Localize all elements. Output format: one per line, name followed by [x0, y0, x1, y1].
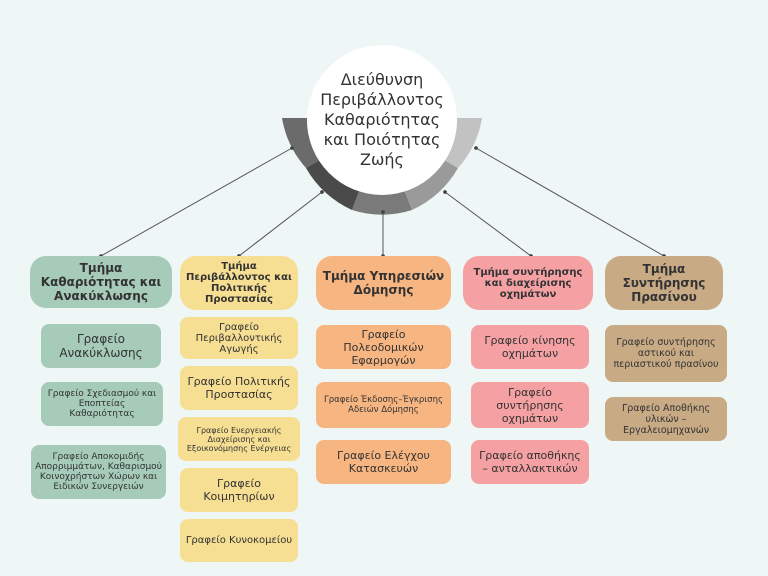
office-environmental-education: Γραφείο Περιβαλλοντικής Αγωγής [180, 317, 298, 359]
office-kennel: Γραφείο Κυνοκομείου [180, 519, 298, 562]
office-building-permits: Γραφείο Έκδοσης–Έγκρισης Αδειών Δόμησης [316, 382, 451, 428]
office-urban-planning: Γραφείο Πολεοδομικών Εφαρμογών [316, 325, 451, 369]
department-green-maintenance: Τμήμα Συντήρησης Πρασίνου [605, 256, 723, 310]
office-civil-protection: Γραφείο Πολιτικής Προστασίας [180, 366, 298, 410]
office-energy-management: Γραφείο Ενεργειακής Διαχείρισης και Εξοι… [178, 417, 300, 461]
connector-line [99, 146, 294, 258]
office-tools-warehouse: Γραφείο Αποθήκης υλικών – Εργαλειομηχανώ… [605, 397, 727, 441]
department-cleaning: Τμήμα Καθαριότητας και Ανακύκλωσης [30, 256, 172, 308]
connector-line [474, 146, 666, 258]
department-environment: Τμήμα Περιβάλλοντος και Πολιτικής Προστα… [180, 256, 298, 310]
root-title: Διεύθυνση Περιβάλλοντος Καθαριότητας και… [307, 45, 457, 195]
office-cemeteries: Γραφείο Κοιμητηρίων [180, 468, 298, 512]
connector-line [237, 190, 324, 258]
office-green-maintenance: Γραφείο συντήρησης αστικού και περιαστικ… [605, 325, 727, 382]
department-building-services: Τμήμα Υπηρεσιών Δόμησης [316, 256, 451, 310]
office-vehicle-maintenance: Γραφείο συντήρησης οχημάτων [471, 382, 589, 428]
office-waste-collection: Γραφείο Αποκομιδής Απορριμμάτων, Καθαρισ… [31, 445, 166, 499]
connector-line [443, 190, 533, 258]
office-spare-parts: Γραφείο αποθήκης – ανταλλακτικών [471, 440, 589, 484]
office-cleaning-planning: Γραφείο Σχεδιασμού και Εποπτείας Καθαριό… [41, 382, 163, 426]
office-vehicle-movement: Γραφείο κίνησης οχημάτων [471, 325, 589, 369]
connectors [99, 146, 666, 258]
office-construction-control: Γραφείο Ελέγχου Κατασκευών [316, 440, 451, 484]
department-vehicles: Τμήμα συντήρησης και διαχείρισης οχημάτω… [463, 256, 593, 310]
office-recycling: Γραφείο Ανακύκλωσης [41, 324, 161, 368]
